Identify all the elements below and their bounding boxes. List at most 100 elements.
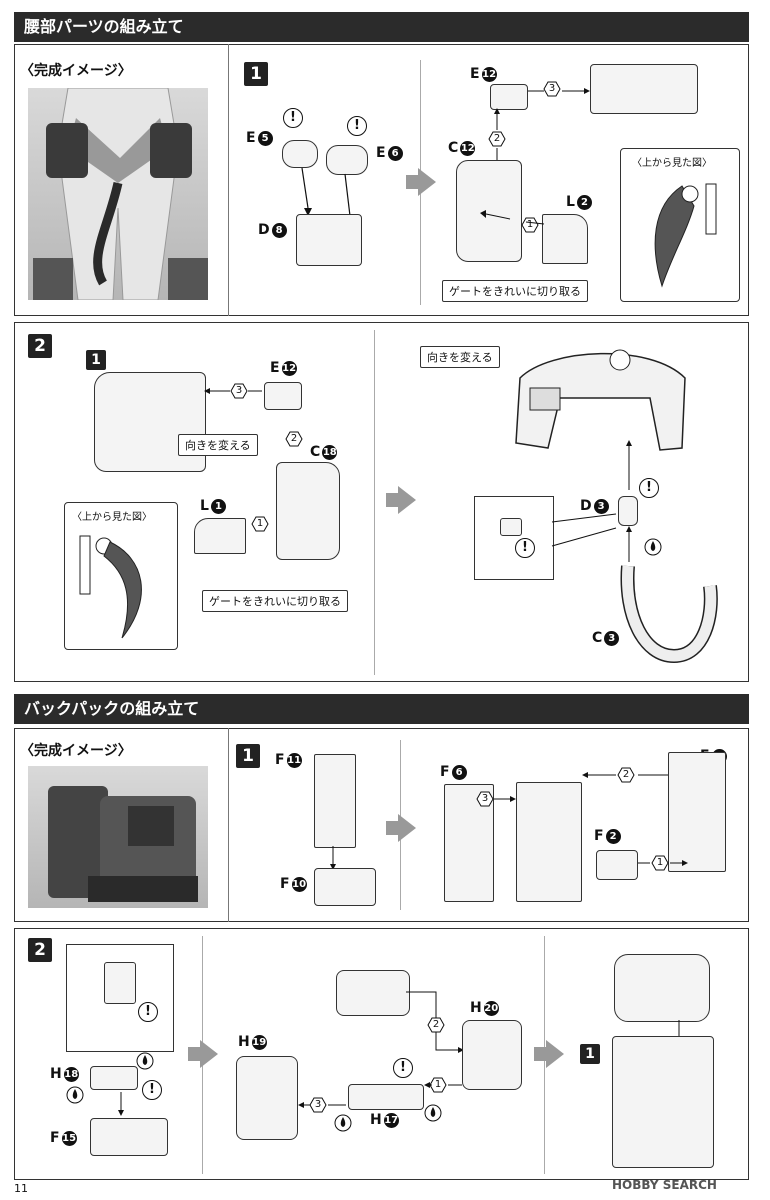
inset-title: 〈上から見た図〉 bbox=[72, 512, 152, 523]
step-number: 2 bbox=[28, 938, 52, 962]
right-arrow-icon bbox=[188, 1040, 218, 1068]
caution-icon: ! bbox=[283, 108, 303, 128]
assembly-arrow bbox=[494, 108, 500, 164]
inset-title: 〈上から見た図〉 bbox=[632, 158, 712, 169]
sequence-marker: 3 bbox=[230, 383, 248, 399]
sub-step-number: 1 bbox=[86, 350, 106, 370]
part-e12 bbox=[490, 84, 528, 110]
caution-icon: ! bbox=[347, 116, 367, 136]
part-f10 bbox=[314, 868, 376, 906]
detail-inset bbox=[474, 496, 554, 580]
top-view-drawing bbox=[654, 183, 717, 288]
top-view-drawing bbox=[79, 535, 142, 639]
assembly-arrow bbox=[480, 210, 545, 225]
section-header-backpack: バックパックの組み立て bbox=[14, 694, 749, 724]
figure-photo bbox=[33, 88, 208, 300]
assembly-arrow bbox=[626, 440, 632, 490]
completed-image-title: 〈完成イメージ〉 bbox=[20, 743, 132, 759]
part-c18 bbox=[276, 462, 340, 560]
completed-photo-waist bbox=[28, 88, 208, 300]
assembly-arrow bbox=[582, 772, 672, 778]
part-l1 bbox=[194, 518, 246, 554]
part-f2 bbox=[596, 850, 638, 880]
sequence-marker: 3 bbox=[476, 791, 494, 807]
assembly-arrow bbox=[424, 1082, 462, 1088]
part-d3-detail bbox=[500, 518, 522, 536]
part-assembled-unit bbox=[590, 64, 698, 114]
caution-icon: ! bbox=[515, 538, 535, 558]
sequence-marker: 1 bbox=[251, 516, 269, 532]
part-h18 bbox=[90, 1066, 138, 1090]
step-number: 1 bbox=[244, 62, 268, 86]
assembly-arrow bbox=[118, 1092, 124, 1116]
divider bbox=[228, 44, 229, 316]
cement-drop-icon bbox=[136, 1052, 154, 1070]
part-f11 bbox=[314, 754, 356, 848]
part-top-assembly bbox=[614, 954, 710, 1022]
completed-photo-backpack bbox=[28, 766, 208, 908]
part-l2 bbox=[542, 214, 588, 264]
cement-drop-icon bbox=[66, 1086, 84, 1104]
part-d8 bbox=[296, 214, 362, 266]
caution-icon: ! bbox=[138, 1002, 158, 1022]
part-step1-assembly bbox=[94, 372, 206, 472]
assembly-arrow bbox=[494, 796, 516, 802]
cement-drop-icon bbox=[644, 538, 662, 556]
part-e6 bbox=[326, 145, 368, 175]
assembly-arrow bbox=[528, 88, 590, 94]
waist-assembly-drawing bbox=[515, 349, 686, 451]
step-number: 1 bbox=[236, 744, 260, 768]
part-h20 bbox=[462, 1020, 522, 1090]
part-h19 bbox=[236, 1056, 298, 1140]
part-f11-f10-assembly bbox=[516, 782, 582, 902]
part-h17 bbox=[348, 1084, 424, 1110]
assembly-arrow bbox=[204, 388, 262, 394]
cement-drop-icon bbox=[334, 1114, 352, 1132]
part-d3 bbox=[618, 496, 638, 526]
assembly-arrow bbox=[298, 1102, 346, 1108]
right-arrow-icon bbox=[534, 1040, 564, 1068]
cement-drop-icon bbox=[424, 1104, 442, 1122]
step-number: 2 bbox=[28, 334, 52, 358]
sequence-marker: 1 bbox=[651, 855, 669, 871]
right-arrow-icon bbox=[386, 814, 416, 842]
backpack-photo bbox=[48, 786, 198, 902]
part-frame-assembly bbox=[612, 1036, 714, 1168]
page-number: 11 bbox=[14, 1182, 28, 1195]
part-c3-tube bbox=[620, 565, 718, 664]
right-arrow-icon bbox=[406, 168, 436, 196]
completed-image-title: 〈完成イメージ〉 bbox=[20, 63, 132, 79]
part-f15 bbox=[90, 1118, 168, 1156]
watermark: HOBBY SEARCH bbox=[612, 1178, 717, 1192]
sequence-marker: 2 bbox=[285, 431, 303, 447]
caution-icon: ! bbox=[142, 1080, 162, 1100]
gate-cut-callout: ゲートをきれいに切り取る bbox=[442, 280, 588, 302]
part-upper-component bbox=[336, 970, 410, 1016]
part-e12 bbox=[264, 382, 302, 410]
detail-pointer bbox=[551, 513, 617, 547]
part-h18-detail bbox=[104, 962, 136, 1004]
assembly-arrow bbox=[638, 860, 688, 866]
assembly-arrow bbox=[626, 526, 632, 562]
divider bbox=[228, 728, 229, 922]
turn-around-callout: 向きを変える bbox=[178, 434, 258, 456]
sequence-marker: 2 bbox=[617, 767, 635, 783]
caution-icon: ! bbox=[639, 478, 659, 498]
sub-step-number: 1 bbox=[580, 1044, 600, 1064]
sequence-marker: 2 bbox=[488, 131, 506, 147]
divider bbox=[374, 330, 375, 675]
